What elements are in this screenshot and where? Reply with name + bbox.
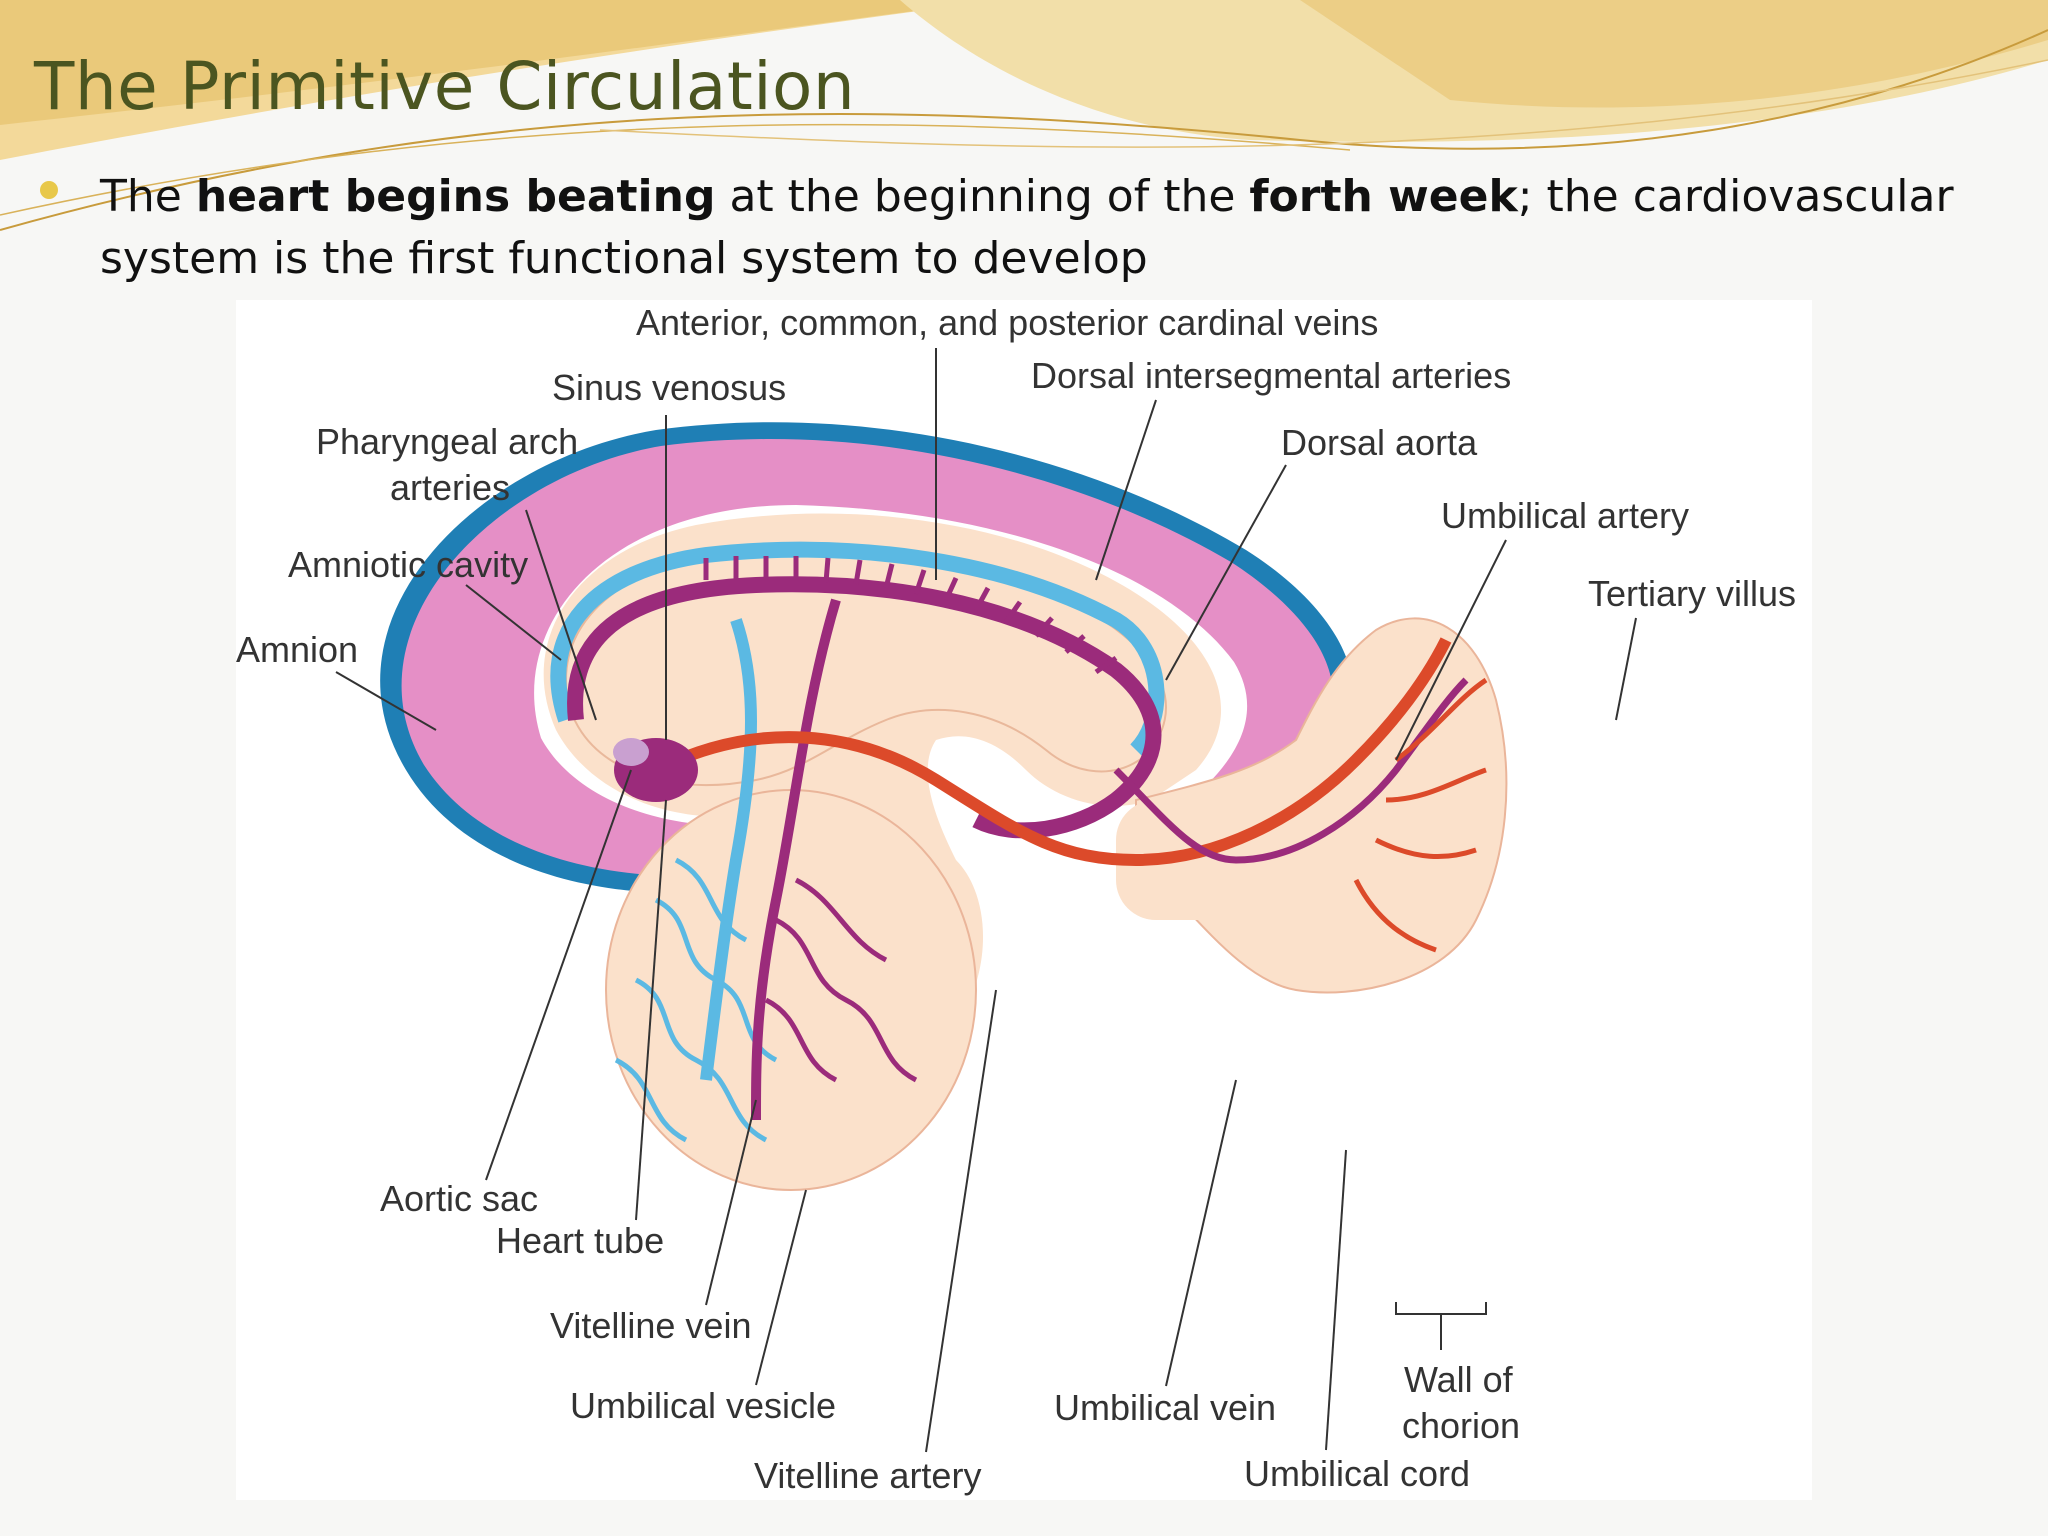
header-decoration: [0, 0, 2048, 231]
vitelline-vein-path: [700, 618, 757, 1081]
bullet-icon: [40, 181, 58, 199]
amniotic-cavity: [401, 439, 1333, 877]
label-umbilical-cord: Umbilical cord: [1244, 1453, 1470, 1494]
tertiary-villi: [1353, 677, 1488, 953]
label-umbilical-vesicle: Umbilical vesicle: [570, 1385, 836, 1426]
emphasis-forth-week: forth week: [1249, 171, 1518, 222]
label-sinus-venosus: Sinus venosus: [552, 367, 786, 408]
label-pharyngeal-1: Pharyngeal arch: [316, 421, 578, 462]
label-umbilical-vein: Umbilical vein: [1054, 1387, 1276, 1428]
label-cardinal-veins: Anterior, common, and posterior cardinal…: [636, 302, 1378, 343]
slide-title: The Primitive Circulation: [34, 48, 856, 125]
label-chorion: chorion: [1402, 1405, 1520, 1446]
dorsal-intersegmental-branches: [703, 556, 1118, 675]
label-vitelline-vein: Vitelline vein: [550, 1305, 751, 1346]
umbilical-artery-path: [1113, 677, 1469, 864]
label-dorsal-intersegmental: Dorsal intersegmental arteries: [1031, 355, 1511, 396]
label-vitelline-artery: Vitelline artery: [754, 1455, 981, 1496]
label-tertiary-villus: Tertiary villus: [1588, 573, 1796, 614]
label-pharyngeal-2: arteries: [390, 467, 510, 508]
embryo-circulation-diagram: Anterior, common, and posterior cardinal…: [236, 300, 1812, 1500]
label-umbilical-artery: Umbilical artery: [1441, 495, 1689, 536]
emphasis-heart-beating: heart begins beating: [195, 171, 716, 222]
label-amniotic-cavity: Amniotic cavity: [288, 544, 528, 585]
vitelline-artery-plexus: [764, 877, 918, 1083]
umbilical-vein-path: [653, 637, 1452, 867]
label-aortic-sac: Aortic sac: [380, 1178, 538, 1219]
label-dorsal-aorta: Dorsal aorta: [1281, 422, 1478, 463]
cardinal-vein: [550, 541, 1165, 756]
label-heart-tube: Heart tube: [496, 1220, 664, 1261]
bullet-text: The heart begins beating at the beginnin…: [100, 171, 1954, 284]
label-wall-of: Wall of: [1404, 1359, 1514, 1400]
aortic-sac: [613, 738, 649, 766]
label-amnion: Amnion: [236, 629, 358, 670]
vitelline-artery-path: [751, 598, 841, 1121]
